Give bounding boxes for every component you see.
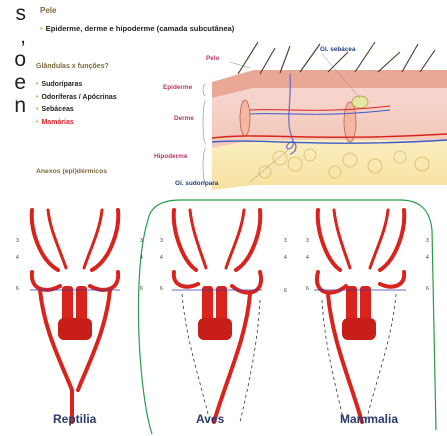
left-text-line: e (0, 71, 26, 94)
bullet-icon: • (36, 94, 38, 101)
anexos-label: Anexos (epi)dérmicos (36, 168, 107, 175)
reptilia-left-carotid (32, 210, 58, 270)
arch-number: 6 (140, 286, 143, 292)
panel-label-reptilia: Reptilia (53, 412, 96, 426)
glands-title: Glândulas x funções? (36, 63, 109, 70)
gland-item: •Mamárias (36, 117, 117, 130)
arch-number: 3 (426, 238, 429, 244)
label-pelo: Pelo (206, 55, 220, 62)
arch-number: 4 (284, 255, 287, 261)
aves-left-inner (190, 210, 206, 268)
arch-number: 4 (140, 255, 143, 261)
arch-number: 4 (160, 255, 163, 261)
arch-number: 3 (140, 238, 143, 244)
derme-bracket (203, 100, 206, 144)
mammalia-right-carotid (380, 210, 404, 270)
mammalia-left-inner (334, 210, 350, 268)
left-text-line: o (0, 48, 26, 71)
arch-number: 6 (160, 286, 163, 292)
aves-reduced-arch-2 (240, 300, 260, 422)
gland-label: Odoríferas / Apócrinas (41, 94, 116, 101)
skin-hypodermis-layer (212, 140, 447, 190)
label-gl-sebacea: Gl. sebácea (320, 46, 356, 53)
reptilia-right-carotid (92, 210, 118, 270)
label-hipoderme: Hipoderme (154, 153, 187, 160)
gland-label: Sudoríparas (41, 81, 82, 88)
aves-right-arch (232, 272, 261, 293)
arch-number: 4 (16, 255, 19, 261)
reptilia-right-inner (84, 210, 102, 268)
arch-number: 6 (284, 288, 287, 294)
arch-number: 6 (306, 286, 309, 292)
epiderme-bracket (203, 84, 206, 96)
aortic-arches-diagram (0, 190, 447, 436)
panel-label-mammalia: Mammalia (340, 412, 398, 426)
bullet-icon: • (36, 81, 38, 88)
arch-number: 4 (426, 255, 429, 261)
aves-left-arch (174, 272, 198, 287)
left-cutoff-text: s , o e n (0, 2, 26, 117)
hipoderme-bracket (203, 148, 206, 184)
glands-list: •Sudoríparas •Odoríferas / Apócrinas •Se… (36, 79, 117, 129)
gland-item: •Sudoríparas (36, 79, 117, 92)
reptilia-heart (58, 318, 92, 340)
aves-right-carotid (236, 210, 260, 270)
arch-number: 6 (426, 286, 429, 292)
gland-item: •Sebáceas (36, 104, 117, 117)
gland-item: •Odoríferas / Apócrinas (36, 92, 117, 105)
aves-right-inner (226, 210, 244, 268)
skin-title: Pele (40, 6, 56, 15)
arch-number: 3 (160, 238, 163, 244)
arch-number: 3 (306, 238, 309, 244)
left-text-line: s (0, 2, 26, 25)
label-epiderme: Epiderme (163, 84, 192, 91)
mammalia-left-arch (317, 272, 346, 293)
arch-number: 4 (306, 255, 309, 261)
gland-label: Sebáceas (41, 106, 73, 113)
reptilia-right-arch (90, 272, 118, 290)
gland-label-highlight: Mamárias (41, 119, 73, 126)
mammalia-heart (342, 318, 376, 340)
label-gl-sudoripara: Gl. sudorípara (175, 180, 218, 187)
panel-label-aves: Aves (196, 412, 224, 426)
arch-number: 6 (16, 286, 19, 292)
reptilia-arches (32, 210, 119, 422)
skin-subtitle-text: Epiderme, derme e hipoderme (camada subc… (46, 24, 235, 33)
bullet-icon: • (36, 119, 38, 126)
clade-bracket (138, 200, 436, 434)
arch-number: 3 (284, 238, 287, 244)
reptilia-left-inner (48, 210, 66, 268)
bullet-icon: • (36, 106, 38, 113)
pelo-leader (230, 62, 250, 68)
left-text-line: , (0, 25, 26, 48)
skin-subtitle: •Epiderme, derme e hipoderme (camada sub… (40, 24, 234, 33)
aves-heart (198, 318, 232, 340)
skin-illustration (150, 40, 447, 190)
left-text-line: n (0, 94, 26, 117)
mammalia-right-arch (380, 272, 404, 287)
mammalia-right-inner (370, 210, 388, 268)
label-derme: Derme (174, 115, 194, 122)
arch-number: 3 (16, 238, 19, 244)
bullet-icon: • (40, 24, 43, 33)
reptilia-left-arch (32, 272, 60, 290)
